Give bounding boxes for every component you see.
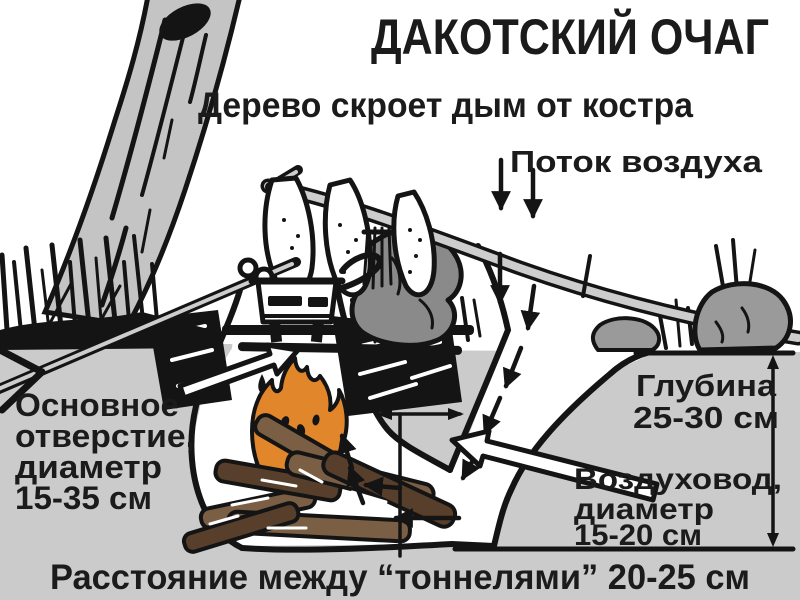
leaf (391, 189, 437, 298)
label-depth-line2: 25-30 см (633, 400, 779, 435)
label-airflow: Поток воздуха (510, 144, 763, 179)
duct-flow-arrow (482, 395, 503, 436)
subtitle-tree-hides-smoke: Дерево скроет дым от костра (198, 86, 694, 125)
label-main-hole-line3: диаметр (15, 449, 162, 485)
up-flow-arrow (346, 465, 366, 506)
duct-flow-arrow (502, 345, 524, 389)
callout-arrows (177, 342, 660, 503)
right-rocks (591, 281, 793, 353)
label-main-hole-line2: отверстие, (15, 418, 195, 454)
tree-trunk (41, 0, 242, 328)
pit-floor (239, 540, 497, 553)
pot-leg (268, 319, 283, 343)
arrowhead-right (448, 408, 464, 420)
air-duct-cavity (448, 240, 660, 546)
label-main-hole-line4: 15-35 см (15, 480, 152, 516)
pot-assembly (0, 252, 383, 414)
firewood-logs (181, 413, 458, 554)
main-hole-callout-arrow (177, 342, 301, 401)
arrowhead-left (376, 408, 392, 420)
pot-handle (333, 252, 383, 293)
lashing-knot (237, 257, 259, 279)
label-tunnel-distance: Расстояние между “тоннелями” 20-25 см (50, 558, 750, 597)
label-duct-line3: 15-20 см (574, 519, 702, 552)
arrowhead-down (767, 533, 779, 547)
fire (181, 356, 458, 554)
up-flow-arrow (337, 433, 357, 471)
arrowhead-up (767, 355, 779, 369)
measurements (378, 350, 796, 558)
label-duct-line1: Воздуховод, (574, 463, 782, 496)
diagram-title: ДАКОТСКИЙ ОЧАГ (371, 8, 769, 65)
air-duct-callout-arrow (449, 428, 660, 503)
label-depth-line1: Глубина (636, 368, 777, 403)
down-arrow (520, 283, 541, 331)
label-main-hole-line1: Основное (15, 387, 179, 423)
leaf (322, 177, 373, 298)
label-duct-line2: диаметр (574, 493, 714, 526)
duct-right-wall (491, 349, 653, 549)
left-flow-arrow (363, 476, 403, 497)
pot-leg (310, 319, 325, 343)
hanging-leaves (262, 175, 437, 298)
measurement-arrowheads (376, 355, 779, 547)
twig (581, 254, 592, 298)
